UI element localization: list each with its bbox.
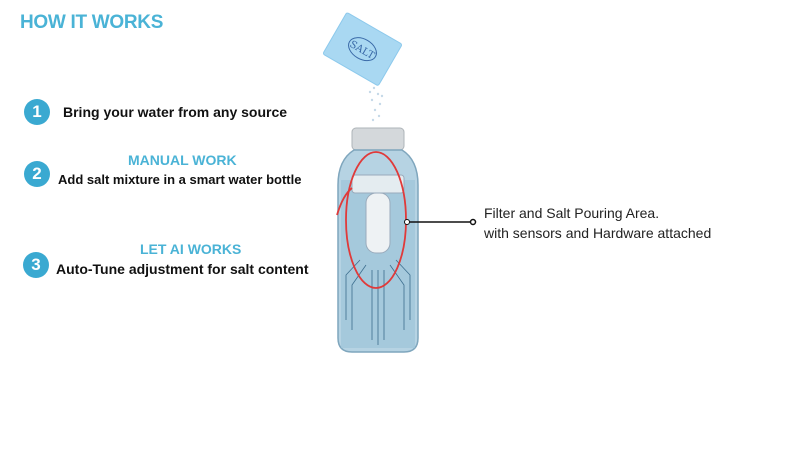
step-2-heading: MANUAL WORK	[128, 152, 237, 168]
filter-cartridge	[365, 192, 391, 254]
callout-text: Filter and Salt Pouring Area. with senso…	[484, 203, 711, 243]
step-2-badge: 2	[24, 161, 50, 187]
callout-line-2: with sensors and Hardware attached	[484, 225, 712, 241]
step-3-text: Auto-Tune adjustment for salt content	[56, 261, 309, 277]
filter-top	[351, 174, 405, 194]
page-title: HOW IT WORKS	[20, 12, 164, 33]
salt-packet: SALT	[323, 12, 402, 86]
salt-particles	[368, 86, 384, 122]
callout-line-1: Filter and Salt Pouring Area.	[484, 205, 660, 221]
step-1-badge: 1	[24, 99, 50, 125]
bottle-cap	[351, 127, 405, 151]
step-2-text: Add salt mixture in a smart water bottle	[58, 172, 302, 187]
step-1-text: Bring your water from any source	[63, 104, 288, 120]
circuit-lines	[345, 259, 411, 345]
step-3-heading: LET AI WORKS	[140, 241, 242, 257]
step-3-badge: 3	[23, 252, 49, 278]
